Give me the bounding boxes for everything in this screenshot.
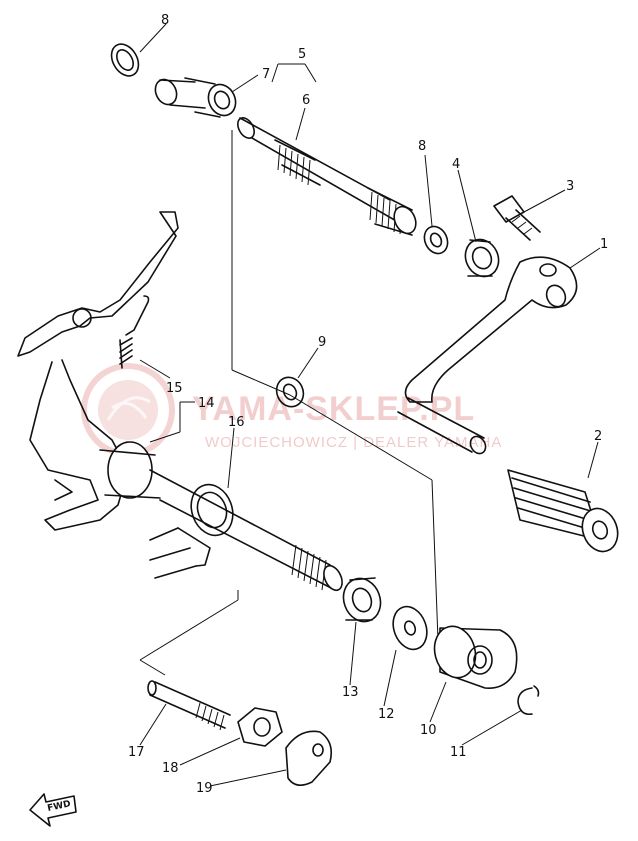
watermark-title: YAMA-SKLEP.PL [192,390,475,428]
stud-bolt-part-17 [147,680,231,731]
callout-9: 9 [318,335,326,350]
oil-seal-part-4 [464,238,500,278]
callout-leaders [139,23,601,787]
nut-part-18 [237,707,283,747]
callout-19: 19 [196,781,213,796]
shift-pedal-arm-part-1 [397,256,578,455]
shift-shaft-part-6 [237,117,417,236]
oil-seal-part-13 [342,577,382,623]
callout-3: 3 [566,179,574,194]
callout-8-upper: 8 [161,13,169,28]
callout-1: 1 [600,237,608,252]
shift-shaft-part-14 [99,441,343,592]
callout-12: 12 [378,707,395,722]
callout-15: 15 [166,381,183,396]
washer-part-12 [392,605,428,651]
stopper-lever-part-15 [17,211,179,531]
lock-washer-part-19 [285,730,333,786]
callout-10: 10 [420,723,437,738]
callout-6: 6 [302,93,310,108]
assembly-axis-lines [139,130,439,676]
callout-4: 4 [452,157,460,172]
callout-13: 13 [342,685,359,700]
callout-18: 18 [162,761,179,776]
washer-part-8-right [423,225,449,255]
callout-labels: 8 5 7 6 8 4 3 1 2 9 15 14 16 13 12 10 11… [128,13,608,796]
callout-7: 7 [262,67,270,82]
callout-17: 17 [128,745,145,760]
callout-11: 11 [450,745,467,760]
collar-part-9 [275,376,305,408]
bushing-part-7 [154,77,237,118]
circlip-part-11 [517,685,540,716]
washer-part-16 [190,483,234,537]
callout-14: 14 [198,396,215,411]
watermark-subtitle: WOJCIECHOWICZ | DEALER YAMAHA [205,434,502,451]
callout-8-right: 8 [418,139,426,154]
circlip-part-8-upper [110,43,140,77]
return-spring-part-15 [119,295,150,369]
callout-2: 2 [594,429,602,444]
pedal-rubber-part-2 [507,469,619,553]
shift-arm-part-10 [433,625,518,689]
forward-label: FWD [47,799,72,814]
callout-5: 5 [298,47,306,62]
forward-arrow-icon: FWD [29,793,77,827]
watermark: YAMA-SKLEP.PL WOJCIECHOWICZ | DEALER YAM… [81,363,502,457]
bolt-part-3 [493,195,541,241]
callout-16: 16 [228,415,245,430]
